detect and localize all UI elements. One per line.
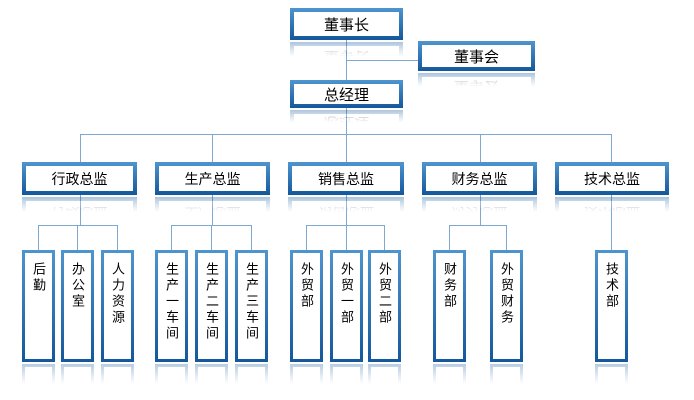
- node-general-manager: 总经理: [290, 80, 403, 108]
- connector-drop-workshop-3: [251, 225, 252, 250]
- connector-sales-stem: [346, 195, 347, 225]
- node-dept-foreign-trade-label: 外贸部: [299, 262, 314, 310]
- connector-drop-ft-finance: [506, 225, 507, 250]
- node-dept-workshop-1-label: 生产一车间: [164, 262, 179, 342]
- connector-drop-finance: [480, 134, 481, 162]
- node-dept-logistics: 后勤: [22, 250, 55, 362]
- connector-production-stem: [212, 195, 213, 225]
- connector-finance-horizontal: [449, 225, 507, 226]
- node-dept-logistics-label: 后勤: [31, 262, 46, 294]
- node-dept-foreign-trade-2: 外贸二部: [368, 250, 401, 362]
- node-chairman-label: 董事长: [323, 16, 369, 34]
- connector-drop-foreign-trade-1: [346, 225, 347, 250]
- connector-drop-foreign-trade: [306, 225, 307, 250]
- connector-drop-workshop-2: [211, 225, 212, 250]
- connector-drop-sales: [346, 134, 347, 162]
- node-dept-ft-finance: 外贸财务: [490, 250, 523, 362]
- node-director-tech: 技术总监: [555, 162, 669, 195]
- node-dept-ft-finance-label: 外贸财务: [499, 262, 514, 326]
- connector-drop-workshop-1: [171, 225, 172, 250]
- node-dept-office: 办公室: [61, 250, 94, 362]
- node-director-production-label: 生产总监: [184, 170, 241, 187]
- node-dept-workshop-2: 生产二车间: [195, 250, 228, 362]
- node-dept-hr: 人力资源: [101, 250, 134, 362]
- connector-drop-production: [212, 134, 213, 162]
- node-director-tech-label: 技术总监: [584, 170, 640, 187]
- connector-drop-admin: [80, 134, 81, 162]
- connector-finance-stem: [480, 195, 481, 225]
- node-dept-tech: 技术部: [595, 250, 628, 362]
- node-dept-workshop-3: 生产三车间: [235, 250, 268, 362]
- node-director-production: 生产总监: [155, 162, 270, 195]
- connector-admin-stem: [80, 195, 81, 225]
- connector-drop-tech: [611, 134, 612, 162]
- node-dept-office-label: 办公室: [70, 262, 85, 310]
- node-director-admin: 行政总监: [22, 162, 137, 195]
- node-director-finance: 财务总监: [422, 162, 537, 195]
- node-director-sales-label: 销售总监: [318, 170, 374, 187]
- connector-sales-horizontal: [306, 225, 385, 226]
- node-dept-foreign-trade: 外贸部: [290, 250, 323, 362]
- connector-drop-logistics: [38, 225, 39, 250]
- node-general-manager-label: 总经理: [323, 86, 369, 104]
- node-dept-tech-label: 技术部: [604, 262, 619, 310]
- connector-drop-foreign-trade-2: [384, 225, 385, 250]
- node-director-finance-label: 财务总监: [451, 170, 508, 187]
- node-dept-foreign-trade-2-label: 外贸二部: [377, 262, 392, 326]
- node-dept-finance-label: 财务部: [442, 262, 457, 310]
- connector-gm-trunk: [346, 108, 347, 134]
- node-dept-finance: 财务部: [433, 250, 466, 362]
- connector-board-link: [346, 60, 418, 61]
- node-dept-workshop-2-label: 生产二车间: [204, 262, 219, 342]
- node-dept-workshop-3-label: 生产三车间: [244, 262, 259, 342]
- node-director-admin-label: 行政总监: [51, 170, 108, 187]
- node-director-sales: 销售总监: [288, 162, 404, 195]
- connector-admin-horizontal: [38, 225, 118, 226]
- node-dept-workshop-1: 生产一车间: [155, 250, 188, 362]
- node-dept-hr-label: 人力资源: [110, 262, 125, 326]
- node-board-label: 董事会: [453, 48, 499, 66]
- connector-tech-stem: [611, 195, 612, 250]
- connector-drop-finance-dept: [449, 225, 450, 250]
- node-dept-foreign-trade-1: 外贸一部: [330, 250, 363, 362]
- node-chairman: 董事长: [290, 8, 403, 40]
- node-board: 董事会: [418, 41, 535, 71]
- connector-drop-office: [77, 225, 78, 250]
- connector-drop-hr: [117, 225, 118, 250]
- node-dept-foreign-trade-1-label: 外贸一部: [339, 262, 354, 326]
